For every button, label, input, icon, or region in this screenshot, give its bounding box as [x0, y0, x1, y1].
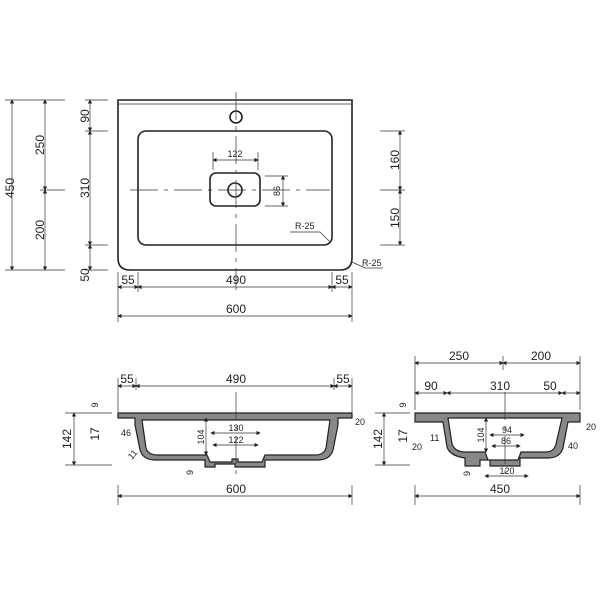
dim-55-right: 55 — [336, 372, 350, 386]
dim-122: 122 — [227, 149, 242, 159]
dim-11: 11 — [126, 448, 140, 462]
dim-20: 20 — [355, 417, 365, 427]
dim-450: 450 — [490, 482, 510, 496]
dim-20-right: 20 — [586, 422, 596, 432]
dim-450: 450 — [3, 178, 17, 198]
radius-inner: R-25 — [295, 221, 315, 231]
top-view: 450 250 200 90 310 50 160 150 55 490 55 … — [3, 92, 405, 322]
dim-90: 90 — [424, 379, 438, 393]
dim-55-left: 55 — [120, 372, 134, 386]
dim-150: 150 — [388, 208, 402, 228]
sink-outline — [117, 99, 353, 271]
dim-600: 600 — [226, 302, 246, 316]
dim-86: 86 — [272, 186, 282, 196]
front-view: 55 490 55 600 142 9 17 46 11 104 130 122… — [60, 372, 365, 505]
dim-142: 142 — [60, 429, 74, 449]
dim-120: 120 — [499, 466, 514, 476]
dim-200: 200 — [531, 349, 551, 363]
dim-55-right: 55 — [335, 273, 349, 287]
dim-250: 250 — [449, 349, 469, 363]
dim-17: 17 — [396, 429, 410, 443]
dim-310: 310 — [78, 178, 92, 198]
dim-9: 9 — [90, 402, 100, 407]
dim-90: 90 — [78, 109, 92, 123]
dim-490: 490 — [226, 372, 246, 386]
dim-9-bottom: 9 — [185, 470, 195, 475]
dim-20-left: 20 — [412, 442, 422, 452]
dim-55-left: 55 — [121, 273, 135, 287]
side-view: 250 200 90 310 50 450 142 9 17 20 11 104… — [371, 349, 596, 505]
dim-310: 310 — [490, 379, 510, 393]
dim-130: 130 — [228, 423, 243, 433]
dim-40: 40 — [568, 441, 578, 451]
dim-94: 94 — [502, 425, 512, 435]
basin-outline — [137, 130, 333, 246]
dim-160: 160 — [388, 150, 402, 170]
dim-50: 50 — [543, 379, 557, 393]
dim-104: 104 — [476, 427, 486, 442]
dim-50: 50 — [78, 268, 92, 282]
dim-9-bottom: 9 — [462, 471, 472, 476]
side-section — [414, 412, 581, 467]
dim-600: 600 — [226, 482, 246, 496]
dim-122: 122 — [228, 435, 243, 445]
drain-outline — [209, 172, 261, 207]
dim-11: 11 — [430, 433, 439, 443]
dim-46: 46 — [121, 428, 131, 438]
front-section — [117, 412, 353, 468]
dim-104: 104 — [196, 429, 206, 444]
dim-9: 9 — [398, 402, 408, 407]
dim-250: 250 — [33, 135, 47, 155]
dim-17: 17 — [88, 427, 102, 441]
dim-200: 200 — [33, 220, 47, 240]
dim-142: 142 — [371, 429, 385, 449]
dim-490: 490 — [226, 273, 246, 287]
radius-outer: R-25 — [362, 258, 382, 268]
dim-86: 86 — [501, 436, 511, 446]
